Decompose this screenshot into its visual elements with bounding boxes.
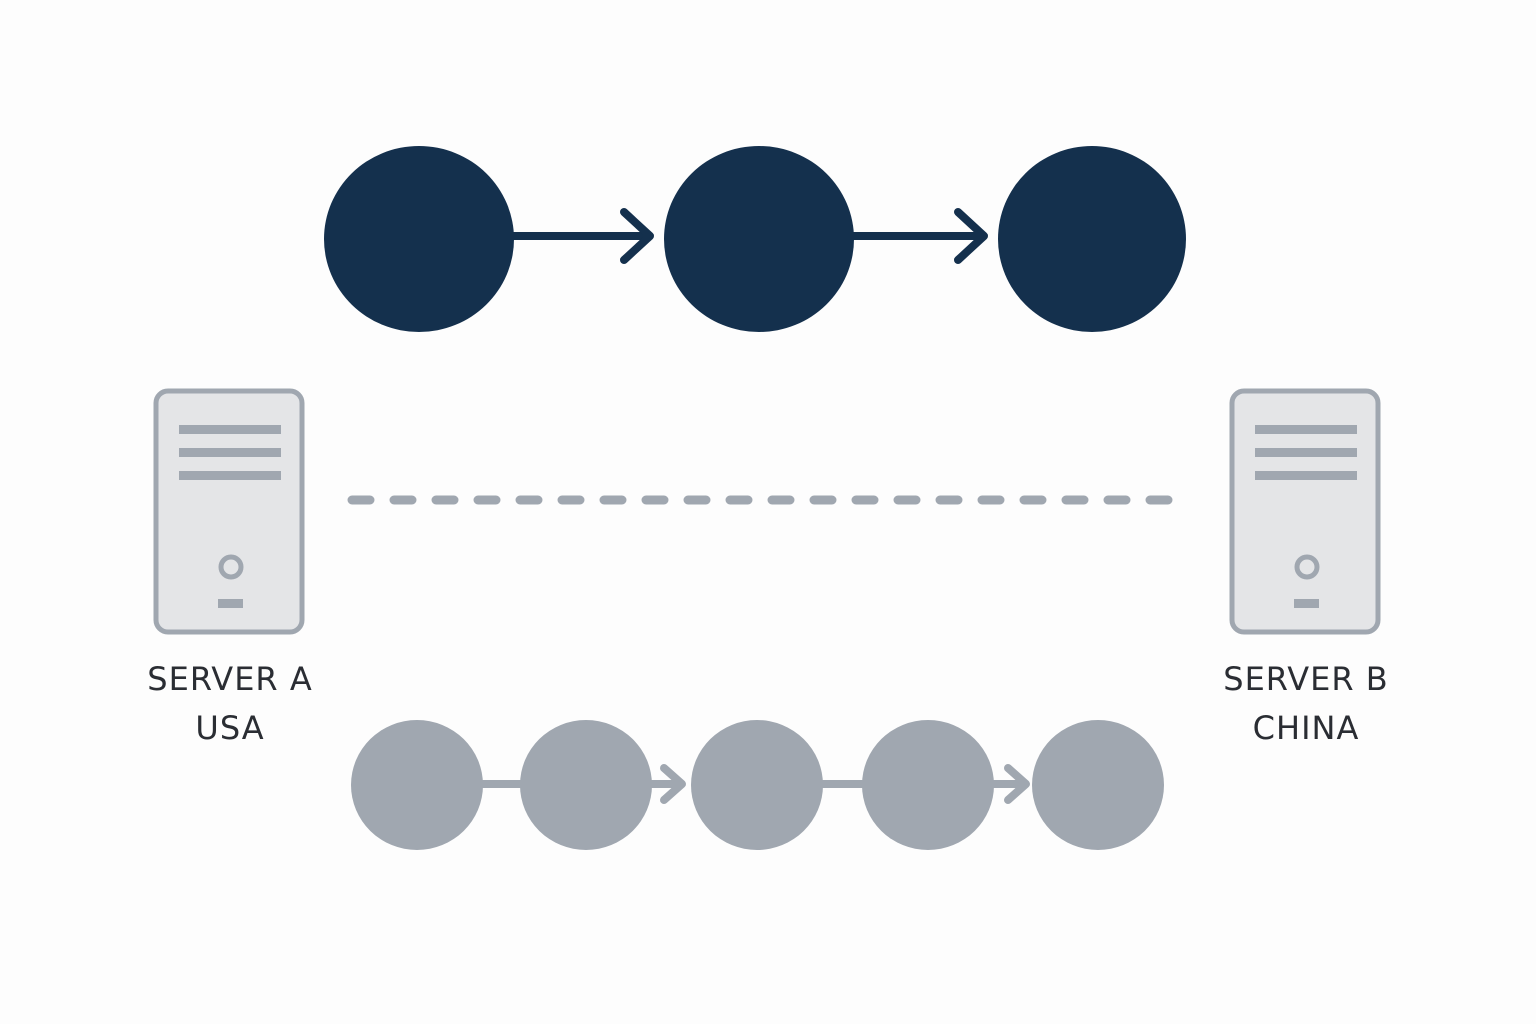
slow-path bbox=[351, 720, 1164, 850]
slow-path-arrowhead-1 bbox=[660, 764, 686, 804]
slow-path-node-4 bbox=[862, 720, 994, 850]
slow-path-node-5 bbox=[1032, 720, 1164, 850]
slow-path-node-2 bbox=[520, 720, 652, 850]
slow-path-node-1 bbox=[351, 720, 483, 850]
fast-path bbox=[324, 146, 1186, 332]
fast-path-node-3 bbox=[998, 146, 1186, 332]
fast-path-arrowhead-2 bbox=[954, 208, 988, 264]
fast-path-arrowhead-1 bbox=[620, 208, 654, 264]
slow-path-arrowhead-2 bbox=[1004, 764, 1030, 804]
server-b-location: CHINA bbox=[1252, 709, 1360, 747]
slow-path-node-3 bbox=[691, 720, 823, 850]
fast-path-node-1 bbox=[324, 146, 514, 332]
server-a-icon bbox=[153, 388, 305, 635]
server-a-name: SERVER A bbox=[147, 660, 313, 698]
server-b-label: SERVER B CHINA bbox=[1176, 655, 1436, 753]
server-a-label: SERVER A USA bbox=[100, 655, 360, 753]
server-b-name: SERVER B bbox=[1223, 660, 1389, 698]
server-b-icon bbox=[1229, 388, 1381, 635]
server-a-location: USA bbox=[195, 709, 265, 747]
fast-path-node-2 bbox=[664, 146, 854, 332]
